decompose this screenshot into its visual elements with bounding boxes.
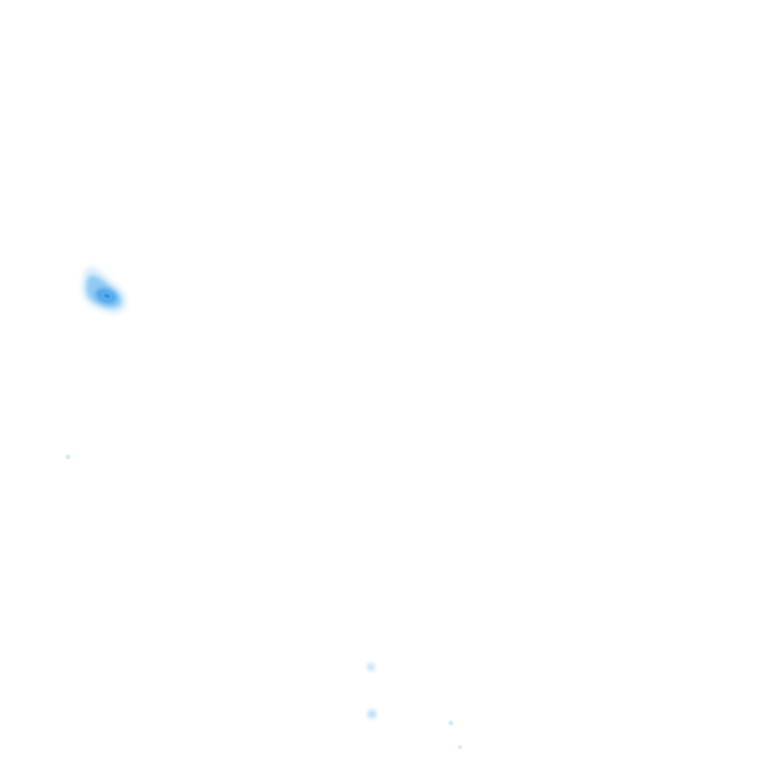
density-point-south-3[interactable] [448,720,454,726]
cluster-main-core [101,291,113,301]
density-cluster-main[interactable] [82,267,127,313]
density-point-south-1[interactable] [367,663,375,671]
density-point-south-4[interactable] [458,745,462,749]
density-point-west[interactable] [65,454,71,460]
density-point-south-2[interactable] [367,709,377,719]
